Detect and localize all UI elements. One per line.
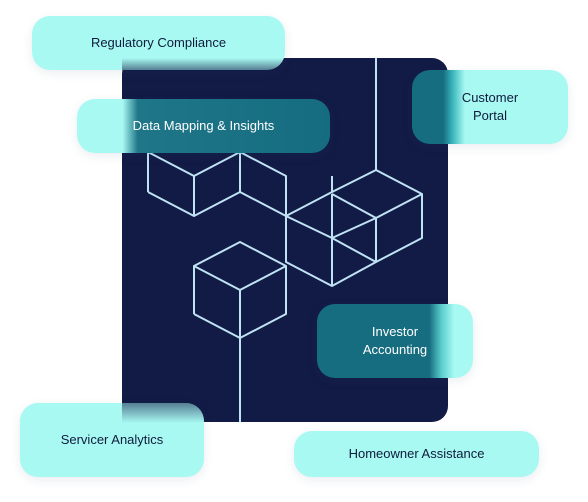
homeowner-assistance-label: Homeowner Assistance xyxy=(348,446,485,461)
servicer-analytics-label: Servicer Analytics xyxy=(60,432,164,447)
data-mapping-label: Data Mapping & Insights xyxy=(132,118,275,133)
servicer-analytics-tag: Servicer Analytics xyxy=(20,403,204,477)
regulatory-compliance-tag: Regulatory Compliance xyxy=(32,16,285,70)
homeowner-assistance-tag: Homeowner Assistance xyxy=(294,431,539,477)
investor-accounting-label: Investor Accounting xyxy=(362,324,428,357)
regulatory-compliance-label: Regulatory Compliance xyxy=(90,35,227,50)
customer-portal-tag: Customer Portal xyxy=(412,70,568,144)
isometric-cubes-icon xyxy=(147,58,423,422)
data-mapping-tag: Data Mapping & Insights xyxy=(77,99,330,153)
customer-portal-label: Customer Portal xyxy=(461,90,519,123)
investor-accounting-tag: Investor Accounting xyxy=(317,304,473,378)
